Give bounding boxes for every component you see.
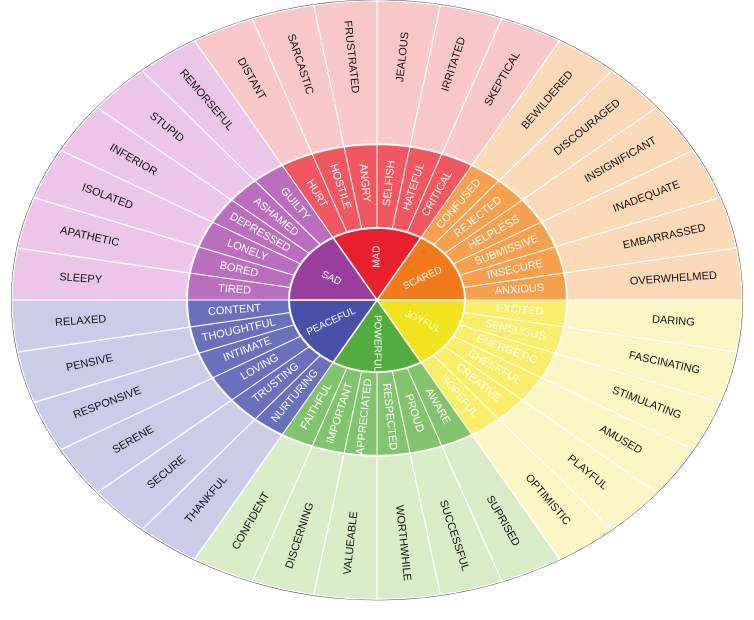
ring-boundary-0 [288,226,466,374]
mid-label-content: CONTENT [208,302,262,318]
outer-label-jealous: JEALOUS [394,31,411,82]
ring-boundary-1 [186,143,568,457]
core-label-mad: MAD [372,246,383,268]
outer-ring [11,0,743,601]
mid-label-tired: TIRED [218,283,252,297]
mid-label-anxious: ANXIOUS [494,282,544,298]
outer-label-sleepy: SLEEPY [59,271,103,286]
mid-label-selfish: SELFISH [381,160,398,207]
outer-label-daring: DARING [652,314,696,329]
mid-label-excited: EXCITED [495,302,543,317]
outer-label-relaxed: RELAXED [55,313,107,329]
core-label-powerful: POWERFUL [371,315,382,372]
divider-lines [186,143,568,457]
mid-label-angry: ANGRY [357,163,373,204]
